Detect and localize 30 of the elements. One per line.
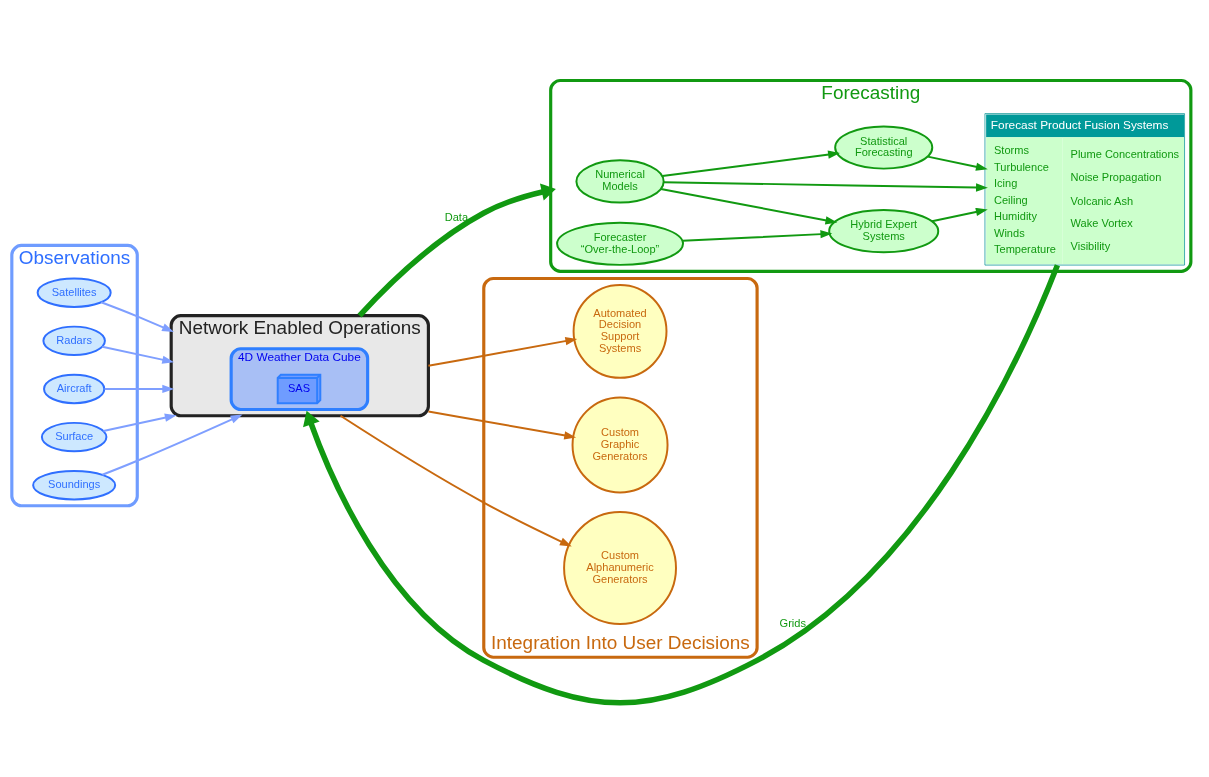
node-ellipse: Statistical Forecasting xyxy=(834,125,934,170)
arrow xyxy=(661,150,840,178)
arrow xyxy=(101,345,175,364)
arrow xyxy=(339,414,572,547)
arrow xyxy=(659,188,838,225)
edge-label: Data xyxy=(444,211,469,224)
arrow xyxy=(100,301,174,332)
arrow xyxy=(357,183,556,318)
arrow xyxy=(427,410,577,440)
arrow xyxy=(926,155,988,171)
node-ellipse: Aircraft xyxy=(43,373,106,405)
node-ellipse: Hybrid Expert Systems xyxy=(828,209,940,254)
node-ellipse: Radars xyxy=(42,325,106,356)
arrow xyxy=(101,414,243,476)
node-ellipse: Forecaster “Over-the-Loop” xyxy=(556,221,684,266)
arrow xyxy=(102,413,177,432)
node-ellipse: Soundings xyxy=(32,470,117,501)
arrow xyxy=(103,384,175,394)
node-circle: Automated Decision Support Systems xyxy=(572,283,668,379)
arrow xyxy=(427,336,578,367)
edge-label: Grids xyxy=(779,617,806,630)
arrow xyxy=(681,230,833,242)
node-circle: Custom Graphic Generators xyxy=(571,396,669,494)
node-ellipse: Satellites xyxy=(36,277,112,308)
arrow xyxy=(662,181,988,192)
arrow xyxy=(931,207,988,223)
arrow xyxy=(303,264,1060,706)
node-ellipse: Numerical Models xyxy=(575,159,665,204)
node-ellipse: Surface xyxy=(40,421,108,453)
node-circle: Custom Alphanumeric Generators xyxy=(563,511,677,625)
